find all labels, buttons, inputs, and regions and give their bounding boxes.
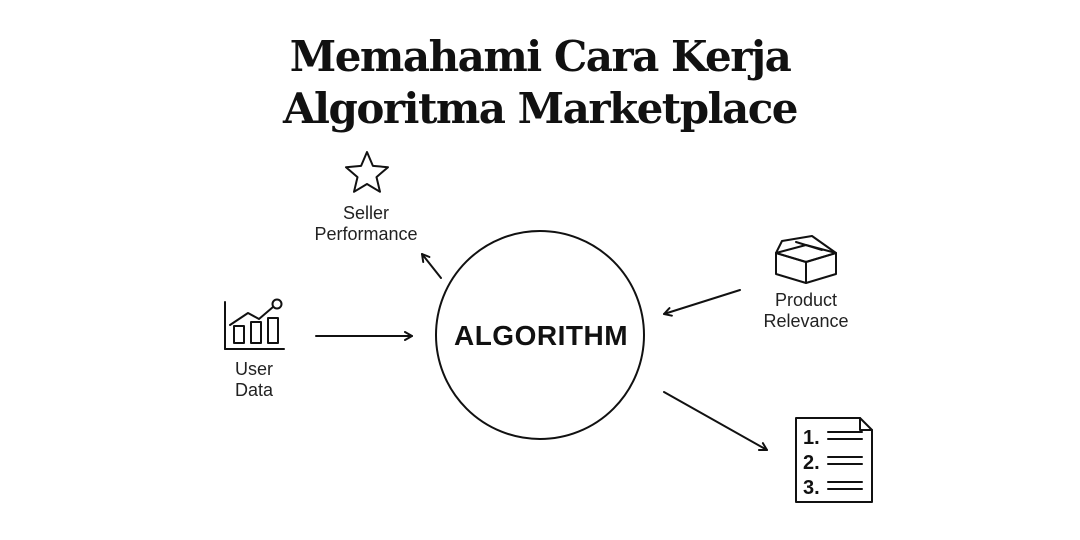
product-label-line-1: Product (774, 290, 838, 310)
arrow-from-product-relevance (663, 289, 741, 317)
user-label-line-2: Data (234, 380, 274, 400)
product-relevance-label: Product Relevance (736, 290, 876, 332)
page-title-line-2: Algoritma Marketplace (282, 84, 799, 133)
page-title-line-1: Memahami Cara Kerja (289, 32, 792, 81)
algorithm-circle (435, 230, 645, 440)
arrow-to-seller-performance (421, 252, 442, 279)
seller-label-line-2: Performance (314, 224, 418, 244)
list-number-1: 1. (803, 427, 820, 449)
product-label-line-2: Relevance (763, 311, 849, 331)
list-number-2: 2. (803, 452, 820, 474)
box-icon (775, 235, 837, 284)
star-icon (345, 151, 389, 193)
seller-label-line-1: Seller (342, 203, 390, 223)
list-number-3: 3. (803, 477, 820, 499)
user-data-label: User Data (214, 359, 294, 401)
numbered-list-icon: 1. 2. 3. (795, 417, 873, 503)
seller-performance-label: Seller Performance (296, 203, 436, 245)
arrow-to-ranking-list (663, 391, 768, 452)
user-label-line-1: User (234, 359, 273, 379)
chart-icon (224, 298, 285, 350)
algorithm-label: ALGORITHM (453, 320, 629, 351)
